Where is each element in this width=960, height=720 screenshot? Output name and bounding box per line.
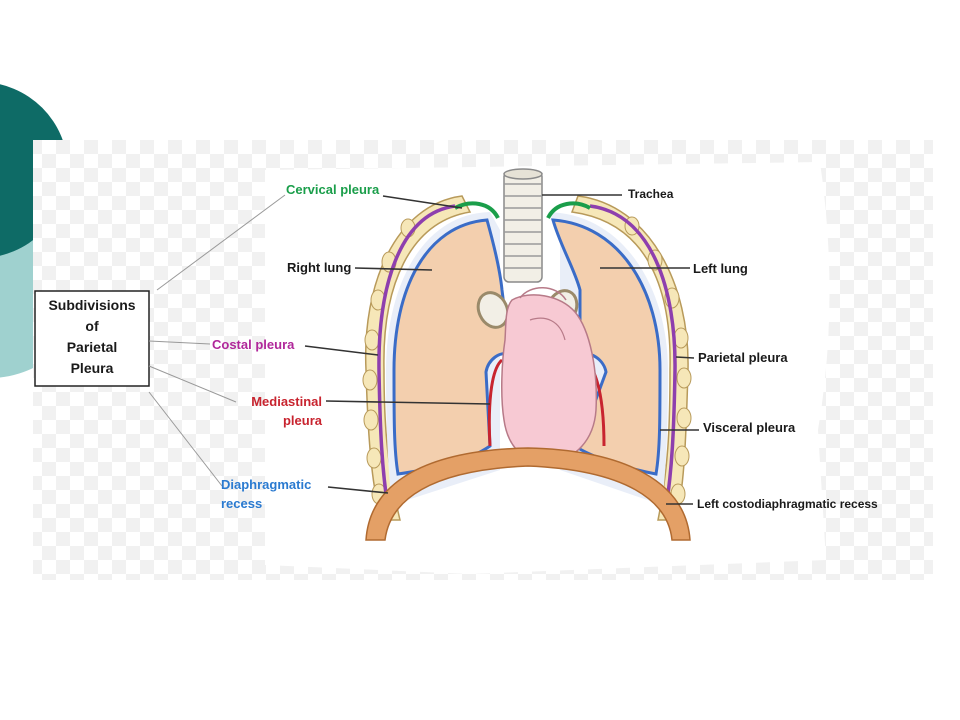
box-connector-cervical <box>156 194 286 291</box>
leader-right-lung <box>354 267 433 271</box>
right-bronchus <box>476 291 510 329</box>
rib-cage <box>570 195 689 521</box>
leader-parietal-pleura <box>675 356 695 359</box>
label-trachea: Trachea <box>628 187 674 201</box>
subdivisions-title-line-4: Pleura <box>71 360 114 376</box>
label-diaphragmatic-line-1: Diaphragmatic <box>221 477 311 492</box>
label-diaphragmatic-line-2: recess <box>221 496 262 511</box>
subdivisions-title-line-1: Subdivisions <box>48 297 135 313</box>
mediastinal-pleura-right <box>487 358 504 447</box>
subdivisions-box <box>34 290 150 387</box>
label-costal-pleura: Costal pleura <box>212 337 295 352</box>
box-connector-costal <box>148 340 211 345</box>
label-visceral-pleura: Visceral pleura <box>703 420 796 435</box>
parietal-pleura-left <box>589 204 677 509</box>
trachea-rings <box>504 183 542 269</box>
label-mediastinal-line-2: pleura <box>283 413 323 428</box>
heart-vessels <box>529 317 566 341</box>
thorax-illustration <box>362 168 692 541</box>
subdivisions-title-line-2: of <box>85 318 99 334</box>
leader-cervical-pleura <box>382 195 463 209</box>
leader-costal-pleura <box>304 345 379 356</box>
label-left-lung: Left lung <box>693 261 748 276</box>
leader-diaphragmatic-recess <box>327 486 389 494</box>
trachea <box>503 171 543 283</box>
leader-mediastinal-pleura <box>325 400 491 405</box>
label-right-lung: Right lung <box>287 260 351 275</box>
cervical-pleura-left <box>546 201 591 220</box>
label-mediastinal-line-1: Mediastinal <box>251 394 322 409</box>
cervical-pleura-right <box>454 201 500 220</box>
parietal-pleura-right <box>377 204 456 509</box>
trachea-top <box>503 168 543 180</box>
subdivisions-title-line-3: Parietal <box>67 339 118 355</box>
label-parietal-pleura: Parietal pleura <box>698 350 788 365</box>
heart-vessels <box>519 287 567 301</box>
box-connector-mediastinal <box>148 365 237 403</box>
box-connector-diaphragmatic <box>148 391 223 487</box>
label-left-costodiaphragmatic-recess: Left costodiaphragmatic recess <box>697 497 878 511</box>
label-cervical-pleura: Cervical pleura <box>286 182 380 197</box>
diaphragm <box>365 447 691 541</box>
left-lung <box>550 218 662 476</box>
